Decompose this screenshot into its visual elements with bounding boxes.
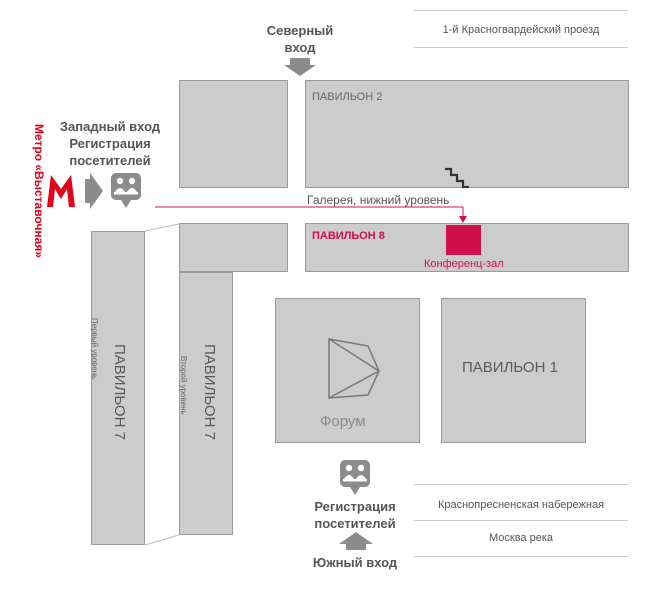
forum[interactable]: Форум [275, 298, 420, 443]
conference-hall-label: Конференц-зал [424, 258, 504, 270]
street-line-bottom-1 [414, 484, 628, 485]
west-entrance-line-1: Западный вход [59, 119, 161, 134]
pavilion-1-label: ПАВИЛЬОН 1 [462, 359, 558, 376]
pavilion-8-label: ПАВИЛЬОН 8 [312, 230, 385, 242]
street-label-bottom-2: Москва река [488, 532, 554, 544]
pavilion-7-second-level[interactable] [179, 272, 233, 535]
street-line-top-upper [414, 10, 628, 11]
building-top-left [179, 80, 288, 188]
gallery-label: Галерея, нижний уровень [307, 193, 450, 207]
south-registration-line-2: посетителей [314, 516, 396, 531]
west-entrance-label: Западный вход Регистрация посетителей [48, 118, 172, 169]
pavilion-8[interactable]: ПАВИЛЬОН 8 Конференц-зал [305, 223, 629, 272]
west-entrance-line-2: Регистрация [69, 136, 151, 151]
south-registration-icon [340, 460, 370, 495]
street-label-bottom-1: Краснопресненская набережная [437, 499, 605, 511]
north-entrance-line-1: Северный [266, 23, 334, 38]
pavilion-7-first-level[interactable] [91, 231, 145, 545]
south-entrance-arrow-icon [339, 532, 373, 550]
street-line-top-lower [414, 47, 628, 48]
street-label-top: 1-й Красногвардейский проезд [442, 24, 600, 36]
north-entrance-label: Северный вход [250, 22, 350, 56]
west-entrance-arrow-icon [85, 173, 103, 209]
south-registration-line-1: Регистрация [314, 499, 396, 514]
pavilion-1[interactable]: ПАВИЛЬОН 1 [441, 298, 586, 443]
west-entrance-line-3: посетителей [69, 153, 151, 168]
building-mid-left [179, 223, 288, 272]
conference-hall[interactable] [446, 225, 481, 255]
pavilion-2-label: ПАВИЛЬОН 2 [312, 91, 383, 103]
metro-label: Метро «Выставочная» [32, 124, 46, 259]
metro-logo-icon [47, 175, 75, 207]
west-registration-icon [111, 173, 141, 208]
street-line-bottom-2 [414, 520, 628, 521]
pavilion-2[interactable]: ПАВИЛЬОН 2 [305, 80, 629, 188]
south-registration-label: Регистрация посетителей [295, 498, 415, 532]
forum-label: Форум [320, 413, 366, 430]
south-entrance-label: Южный вход [312, 555, 398, 570]
street-line-bottom-3 [414, 556, 628, 557]
north-entrance-arrow-icon [284, 58, 316, 76]
staircase-icon [445, 167, 469, 189]
forum-logo-icon [328, 338, 380, 399]
north-entrance-line-2: вход [284, 40, 316, 55]
